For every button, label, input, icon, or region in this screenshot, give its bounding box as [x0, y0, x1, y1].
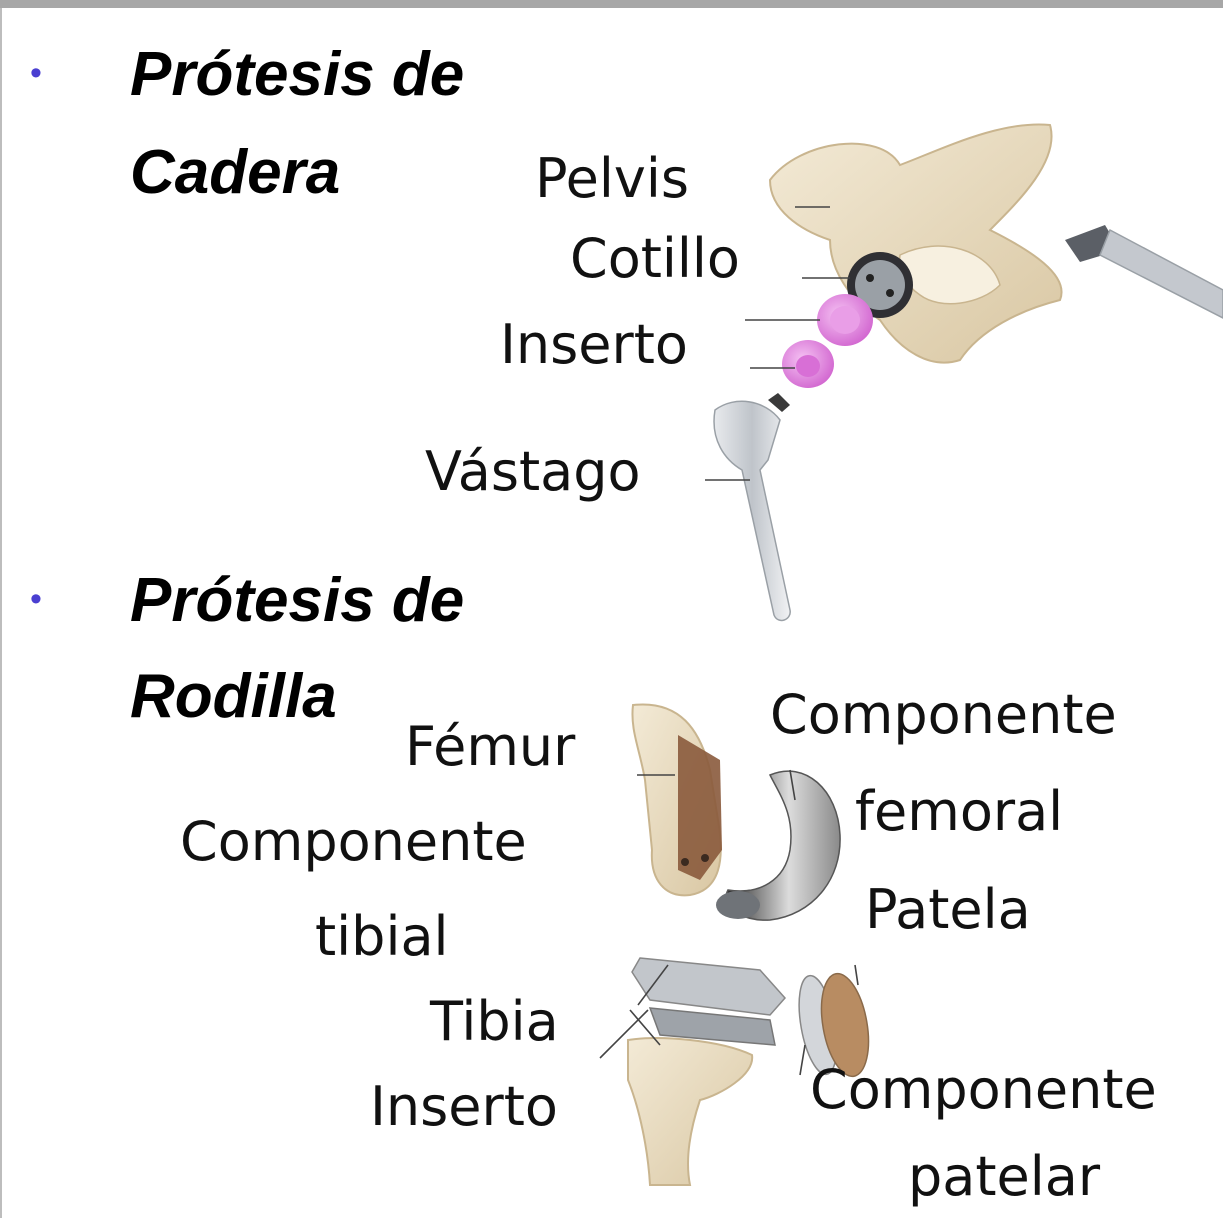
femur-bone — [632, 704, 722, 895]
label-componente-patelar-1: Componente — [810, 1063, 1157, 1117]
label-componente-tibial-2: tibial — [315, 910, 449, 964]
label-inserto-knee: Inserto — [370, 1080, 558, 1134]
label-pelvis: Pelvis — [535, 152, 689, 206]
label-vastago: Vástago — [425, 445, 641, 499]
label-cotillo: Cotillo — [570, 232, 740, 286]
insert-liner-inner — [830, 306, 860, 334]
label-tibia: Tibia — [430, 995, 559, 1049]
label-patela: Patela — [865, 883, 1031, 937]
label-componente-femoral-1: Componente — [770, 688, 1117, 742]
femoral-head-inner — [796, 355, 820, 377]
pelvis-bone — [770, 124, 1062, 362]
tibia-bone — [628, 1038, 752, 1185]
label-femur: Fémur — [405, 720, 575, 774]
vastago-stem — [714, 393, 790, 620]
tibial-tray — [632, 958, 785, 1045]
label-inserto-hip: Inserto — [500, 318, 688, 372]
label-componente-patelar-2: patelar — [908, 1150, 1100, 1204]
label-componente-tibial-1: Componente — [180, 815, 527, 869]
label-componente-femoral-2: femoral — [855, 785, 1063, 839]
surgical-instrument — [1065, 225, 1223, 318]
femoral-component — [716, 771, 840, 920]
